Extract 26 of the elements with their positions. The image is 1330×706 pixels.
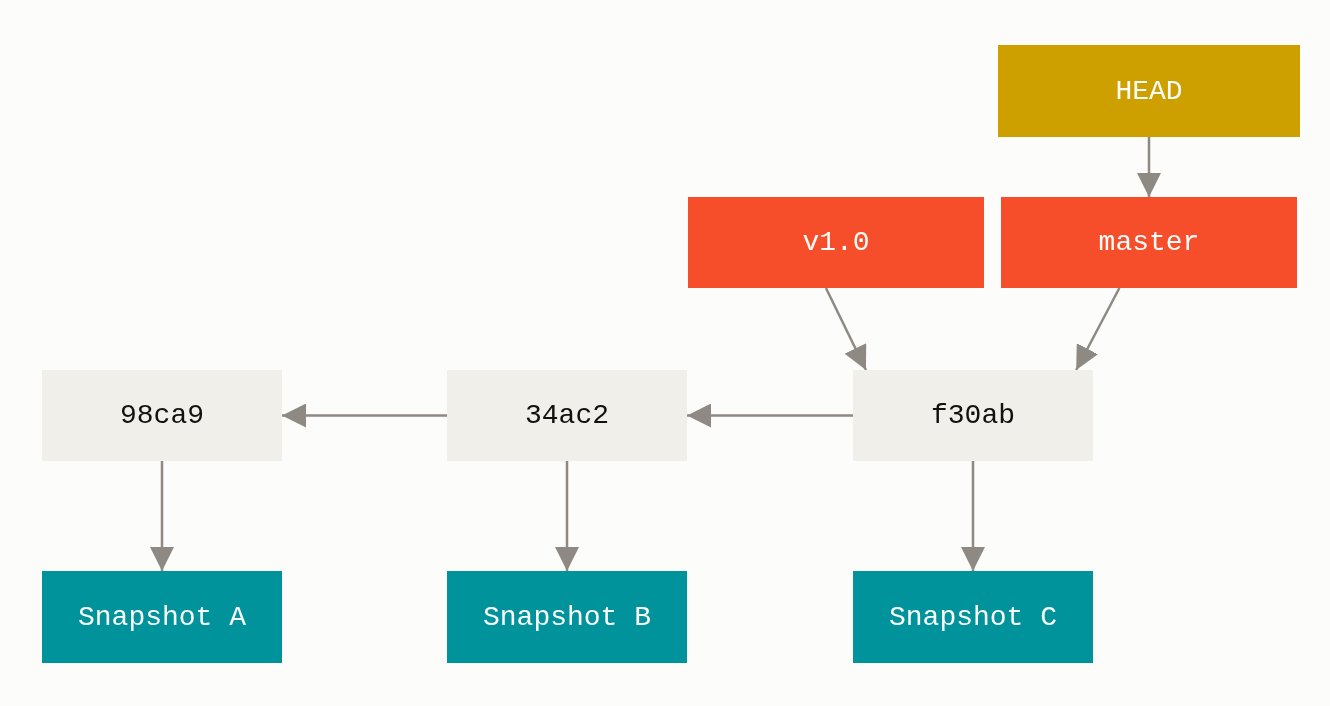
- snapshot-box: [447, 571, 687, 663]
- arrow: [1137, 137, 1161, 197]
- node-label: master: [1098, 227, 1200, 258]
- commit-box: [447, 370, 687, 461]
- branch-box: [1001, 197, 1297, 288]
- commit-box: [853, 370, 1093, 461]
- arrow: [824, 287, 868, 371]
- node-label: Snapshot A: [78, 601, 246, 633]
- head-pointer-box: [998, 45, 1300, 137]
- arrow: [1075, 287, 1121, 371]
- node-label: f30ab: [931, 400, 1015, 431]
- node-label: Snapshot B: [483, 601, 651, 633]
- arrow: [150, 461, 174, 571]
- snapshot-box: [42, 571, 282, 663]
- arrow: [961, 461, 985, 571]
- arrow: [687, 403, 853, 428]
- arrow: [282, 403, 447, 428]
- tag-box: [688, 197, 984, 288]
- node-label: 98ca9: [120, 400, 204, 431]
- snapshot-box: [853, 571, 1093, 663]
- node-label: HEAD: [1115, 75, 1183, 107]
- arrow: [555, 461, 579, 571]
- commit-box: [42, 370, 282, 461]
- node-label: Snapshot C: [889, 601, 1057, 633]
- node-label: v1.0: [802, 227, 870, 258]
- node-label: 34ac2: [525, 400, 609, 431]
